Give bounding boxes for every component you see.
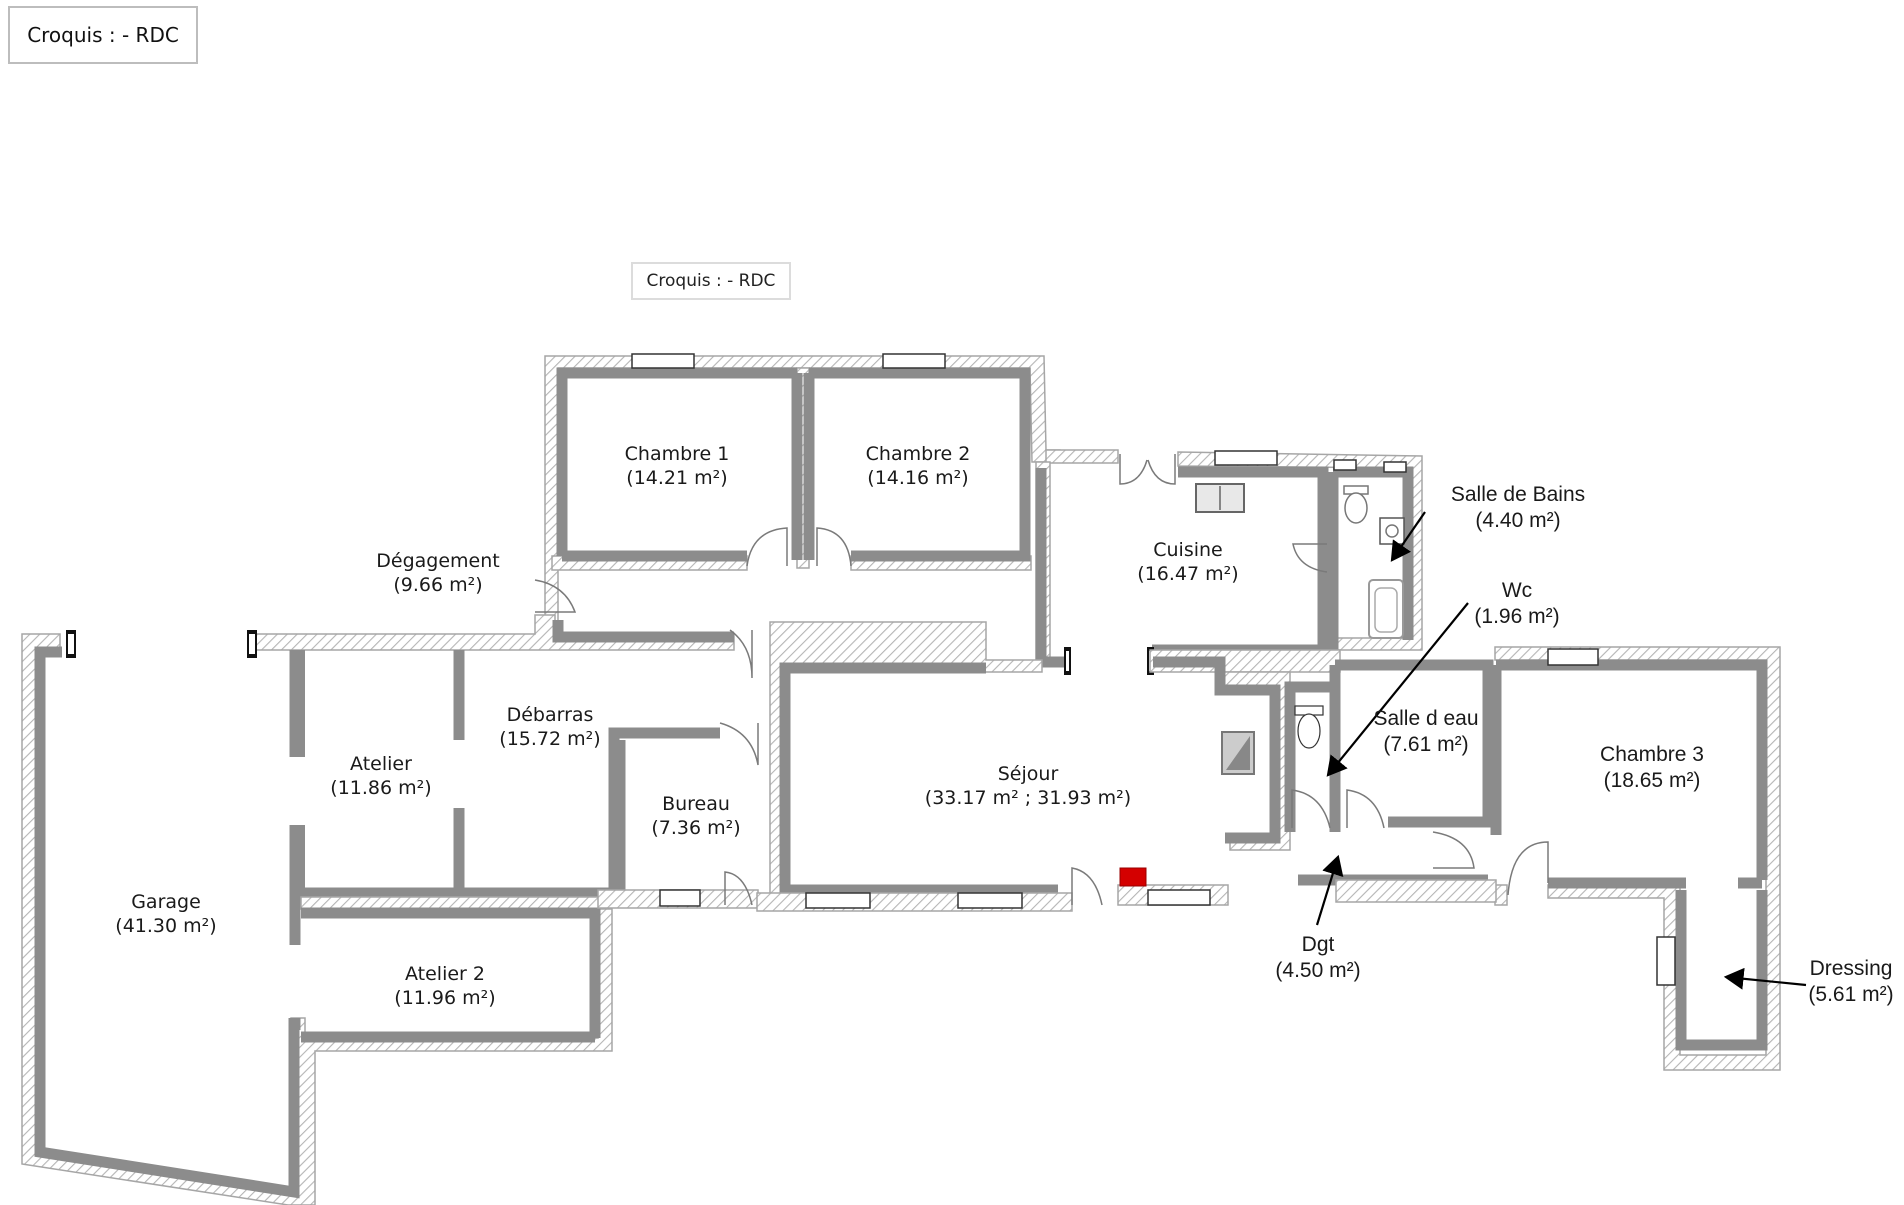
room-area: (41.30 m²): [115, 915, 217, 937]
room-label-bureau: Bureau (7.36 m²): [651, 792, 740, 840]
toilet-icon: [1343, 485, 1369, 524]
room-name: Salle d eau: [1373, 707, 1479, 730]
room-label-chambre1: Chambre 1 (14.21 m²): [625, 442, 730, 490]
window-chambre2: [882, 353, 946, 369]
room-name: Chambre 3: [1600, 743, 1704, 766]
room-name: Wc: [1501, 579, 1533, 602]
room-area: (14.21 m²): [626, 467, 728, 489]
room-area: (1.96 m²): [1474, 605, 1560, 628]
room-name: Cuisine: [1153, 539, 1223, 561]
wc-toilet-icon: [1294, 705, 1324, 749]
chambres-block: [544, 353, 1061, 626]
room-label-salle-de-bains: Salle de Bains (4.40 m²): [1451, 482, 1585, 534]
room-name: Chambre 2: [865, 443, 971, 465]
window-sejour-2: [957, 892, 1023, 909]
window-sdb-1: [1333, 459, 1357, 471]
room-area: (4.50 m²): [1275, 959, 1361, 982]
room-name: Chambre 1: [624, 443, 730, 465]
room-name: Débarras: [506, 704, 594, 726]
arrow-dressing: [1723, 967, 1807, 990]
arrow-wc: [1326, 602, 1469, 777]
room-area: (9.66 m²): [393, 574, 483, 596]
room-label-degagement: Dégagement (9.66 m²): [376, 549, 499, 597]
room-name: Garage: [131, 891, 201, 913]
callout-arrows: [1315, 511, 1807, 990]
arrow-salle-de-bains: [1390, 511, 1426, 562]
room-name: Dgt: [1301, 933, 1335, 956]
meter-box: [1119, 867, 1147, 887]
window-sejour-1: [805, 892, 871, 909]
room-name: Dressing: [1809, 957, 1893, 980]
sketch-title: Croquis : - RDC: [27, 23, 179, 47]
room-label-salle-d-eau: Salle d eau (7.61 m²): [1373, 706, 1478, 758]
sejour-block: [597, 621, 1229, 912]
arrow-dgt: [1315, 854, 1344, 926]
window-sejour-3: [1147, 889, 1211, 906]
room-area: (11.86 m²): [330, 777, 432, 799]
room-name: Dégagement: [376, 550, 500, 572]
room-label-chambre3: Chambre 3 (18.65 m²): [1600, 742, 1704, 794]
room-label-cuisine: Cuisine (16.47 m²): [1137, 538, 1238, 586]
window-sdb-2: [1383, 461, 1407, 473]
room-name: Atelier: [350, 753, 412, 775]
room-label-sejour: Séjour (33.17 m² ; 31.93 m²): [925, 762, 1131, 810]
room-area: (4.40 m²): [1475, 509, 1561, 532]
room-area: (15.72 m²): [499, 728, 601, 750]
inner-sketch-title: Croquis : - RDC: [646, 271, 776, 291]
room-label-chambre2: Chambre 2 (14.16 m²): [866, 442, 971, 490]
room-area: (33.17 m² ; 31.93 m²): [924, 787, 1132, 809]
room-area: (5.61 m²): [1808, 983, 1894, 1006]
window-chambre1: [631, 353, 695, 369]
window-chambre3: [1547, 648, 1599, 666]
inner-sketch-title-box: Croquis : - RDC: [631, 262, 791, 300]
window-bureau: [659, 889, 701, 907]
east-block: [1149, 646, 1781, 1071]
west-block: [21, 579, 759, 1205]
room-label-garage: Garage (41.30 m²): [115, 890, 216, 938]
window-dressing: [1656, 936, 1676, 986]
room-label-wc: Wc (1.96 m²): [1474, 578, 1559, 630]
sketch-title-box: Croquis : - RDC: [8, 6, 198, 64]
bathtub-icon: [1368, 579, 1404, 639]
room-area: (7.61 m²): [1383, 733, 1469, 756]
room-label-debarras: Débarras (15.72 m²): [499, 703, 600, 751]
room-label-atelier: Atelier (11.86 m²): [330, 752, 431, 800]
room-label-dressing: Dressing (5.61 m²): [1808, 956, 1893, 1008]
washbasin-icon: [1379, 517, 1405, 545]
room-area: (16.47 m²): [1137, 563, 1239, 585]
room-name: Atelier 2: [404, 963, 485, 985]
room-name: Séjour: [997, 763, 1059, 785]
room-name: Salle de Bains: [1450, 483, 1586, 506]
room-area: (18.65 m²): [1603, 769, 1701, 792]
window-cuisine: [1214, 450, 1278, 466]
room-name: Bureau: [662, 793, 730, 815]
room-area: (11.96 m²): [394, 987, 496, 1009]
room-area: (14.16 m²): [867, 467, 969, 489]
room-label-atelier2: Atelier 2 (11.96 m²): [394, 962, 495, 1010]
room-label-dgt: Dgt (4.50 m²): [1275, 932, 1360, 984]
room-area: (7.36 m²): [651, 817, 741, 839]
